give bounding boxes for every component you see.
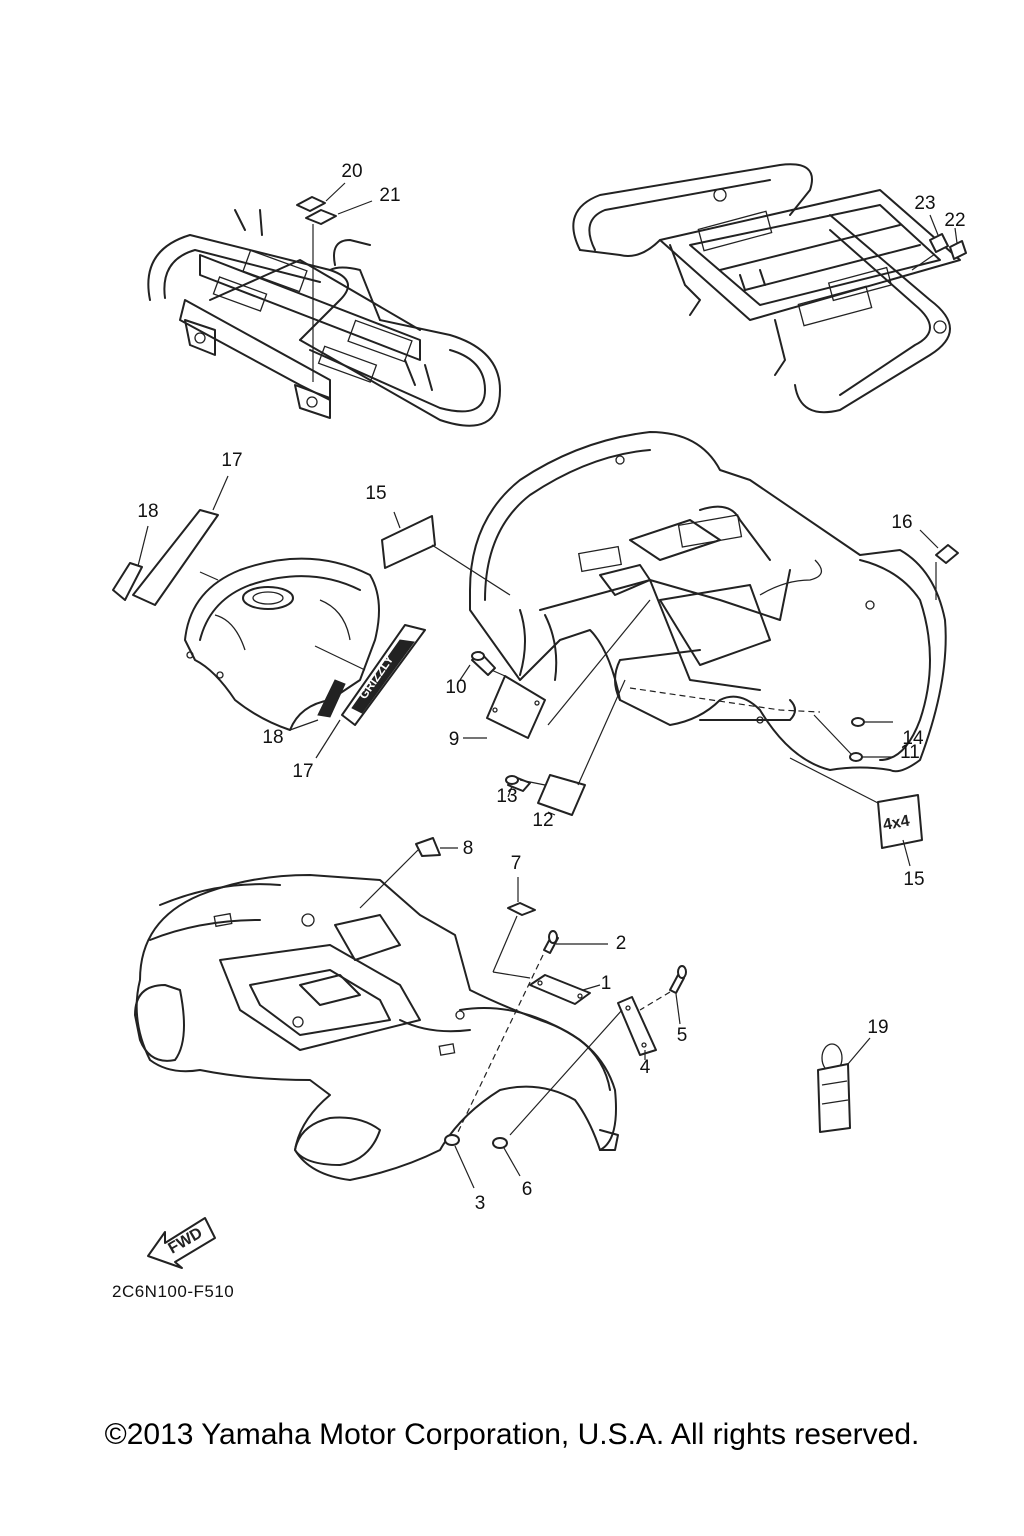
callout-8: 8: [462, 838, 474, 859]
decal-15-4x4: 4x4: [789, 757, 923, 867]
drawing-code: 2C6N100-F510: [112, 1282, 235, 1301]
fwd-arrow: FWD: [147, 1217, 216, 1269]
callout-2: 2: [615, 933, 627, 954]
callout-17-lower: 17: [292, 761, 314, 782]
front-fender: [134, 874, 619, 1181]
rear-fender: [469, 431, 947, 773]
decal-7: [492, 877, 536, 979]
callout-9: 9: [448, 729, 460, 750]
rear-plates-9-12: [459, 599, 821, 816]
decal-15-upper: [381, 511, 511, 596]
callout-23: 23: [914, 193, 936, 214]
callout-18-lower: 18: [262, 727, 284, 748]
callout-14: 14: [902, 728, 924, 749]
callout-19: 19: [867, 1017, 889, 1038]
rear-carrier-rack: [572, 163, 961, 414]
decal-8: [359, 837, 458, 909]
front-plates-1-6: [444, 930, 687, 1189]
callout-15-lower: 15: [903, 869, 925, 890]
callout-13: 13: [496, 786, 518, 807]
decal-16: [919, 529, 959, 600]
decal-20-21: [296, 182, 373, 382]
callout-22: 22: [944, 210, 966, 231]
callout-5: 5: [676, 1025, 688, 1046]
grommets-11-14: [813, 714, 893, 762]
fourbyfour-decal-text: 4x4: [882, 813, 911, 834]
callout-6: 6: [521, 1179, 533, 1200]
callout-15-upper: 15: [365, 483, 387, 504]
callout-12: 12: [532, 810, 554, 831]
fuel-tank-cover: [184, 557, 380, 731]
parts-diagram: GRIZZLY: [112, 161, 967, 1269]
copyright-notice: ©2013 Yamaha Motor Corporation, U.S.A. A…: [104, 1418, 920, 1451]
callout-1: 1: [600, 973, 612, 994]
callout-21: 21: [379, 185, 401, 206]
callout-10: 10: [445, 677, 467, 698]
callout-3: 3: [474, 1193, 486, 1214]
tag-19: [817, 1037, 871, 1133]
decal-22-23: [911, 214, 967, 271]
front-carrier-rack: [147, 209, 501, 427]
callout-16: 16: [891, 512, 913, 533]
callout-7: 7: [510, 853, 522, 874]
callout-20: 20: [341, 161, 363, 182]
callout-4: 4: [639, 1057, 651, 1078]
callout-18-upper: 18: [137, 501, 159, 522]
callout-11: 11: [900, 742, 920, 763]
callout-17-upper: 17: [221, 450, 243, 471]
